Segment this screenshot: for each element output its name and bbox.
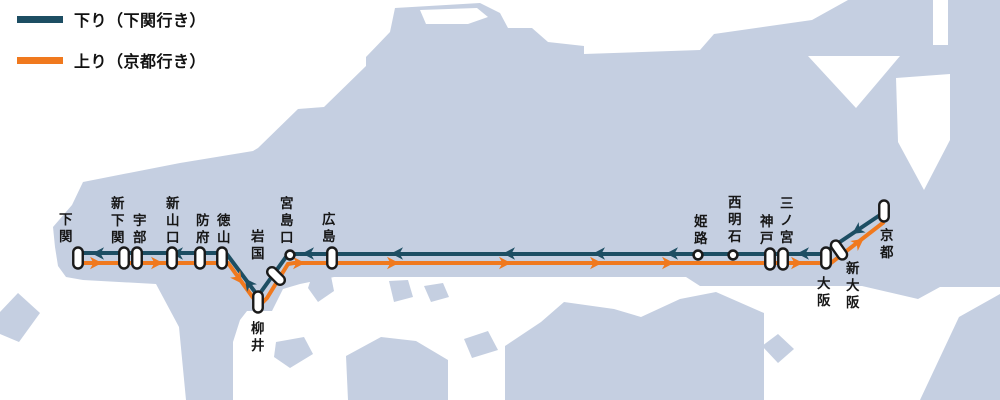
up-line-swatch — [17, 56, 63, 64]
sea-lake-biwa-blob — [896, 74, 950, 190]
up-arrow — [791, 256, 803, 270]
land-island-bay — [762, 334, 794, 363]
station-marker-kobe — [764, 247, 776, 271]
land-honshu-main — [53, 0, 1000, 400]
down-arrow — [244, 278, 257, 292]
up-arrow — [151, 256, 163, 270]
up-arrow — [850, 238, 864, 251]
land-island-big-west — [346, 337, 448, 400]
station-marker-ube — [131, 246, 143, 270]
legend-label-up: 上り（京都行き） — [74, 54, 207, 71]
land-islet-a — [389, 280, 413, 302]
down-line-swatch — [17, 15, 63, 23]
land-islet-c — [464, 331, 498, 358]
up-arrow — [293, 256, 305, 270]
station-marker-shin-osaka — [829, 239, 849, 261]
direction-arrows-layer — [90, 222, 866, 292]
down-arrow — [666, 247, 678, 260]
up-arrow — [590, 256, 602, 270]
land-shikoku — [505, 292, 764, 400]
station-marker-iwakuni — [265, 265, 287, 287]
land-awaji-corner — [920, 294, 1000, 400]
sea-cutout-layer — [420, 0, 950, 190]
station-marker-hiroshima — [326, 246, 338, 270]
station-marker-shimonoseki — [72, 246, 84, 270]
legend-label-down: 下り（下関行き） — [74, 13, 207, 30]
station-marker-shin-shimonoseki — [118, 246, 130, 270]
station-marker-osaka — [820, 246, 832, 270]
land-island-southwest — [0, 293, 40, 342]
station-marker-nishi-akashi — [727, 249, 739, 261]
legend: 下り（下関行き） 上り（京都行き） — [17, 7, 206, 72]
station-markers-layer — [72, 199, 890, 314]
up-arrow — [90, 256, 102, 270]
station-marker-himeji — [692, 249, 704, 261]
up-arrow — [230, 270, 243, 284]
legend-item-up: 上り（京都行き） — [17, 48, 206, 72]
station-marker-shin-yamaguchi — [166, 246, 178, 270]
down-arrow — [852, 222, 866, 234]
legend-item-down: 下り（下関行き） — [17, 7, 206, 31]
down-arrow — [503, 247, 515, 260]
land-island-yanai-east — [274, 337, 313, 368]
sea-peninsula-notch — [420, 8, 488, 24]
sea-bay-wedge — [808, 56, 900, 108]
station-marker-kyoto — [878, 199, 890, 223]
down-arrow — [797, 247, 809, 260]
station-marker-yanai — [252, 290, 264, 314]
down-arrow — [92, 247, 104, 260]
down-arrow — [391, 247, 403, 260]
up-arrow — [499, 256, 511, 270]
station-marker-hofu — [194, 246, 206, 270]
sea-lake-biwa-bar — [933, 0, 948, 45]
down-arrow — [302, 247, 314, 260]
land-islet-b — [424, 283, 449, 302]
station-marker-tokuyama — [216, 246, 228, 270]
land-island-otake — [308, 271, 334, 302]
station-marker-miyajimaguchi — [284, 249, 296, 261]
up-arrow — [387, 256, 399, 270]
up-arrow — [662, 256, 674, 270]
station-marker-sannomiya — [777, 247, 789, 271]
down-arrow — [593, 247, 605, 260]
